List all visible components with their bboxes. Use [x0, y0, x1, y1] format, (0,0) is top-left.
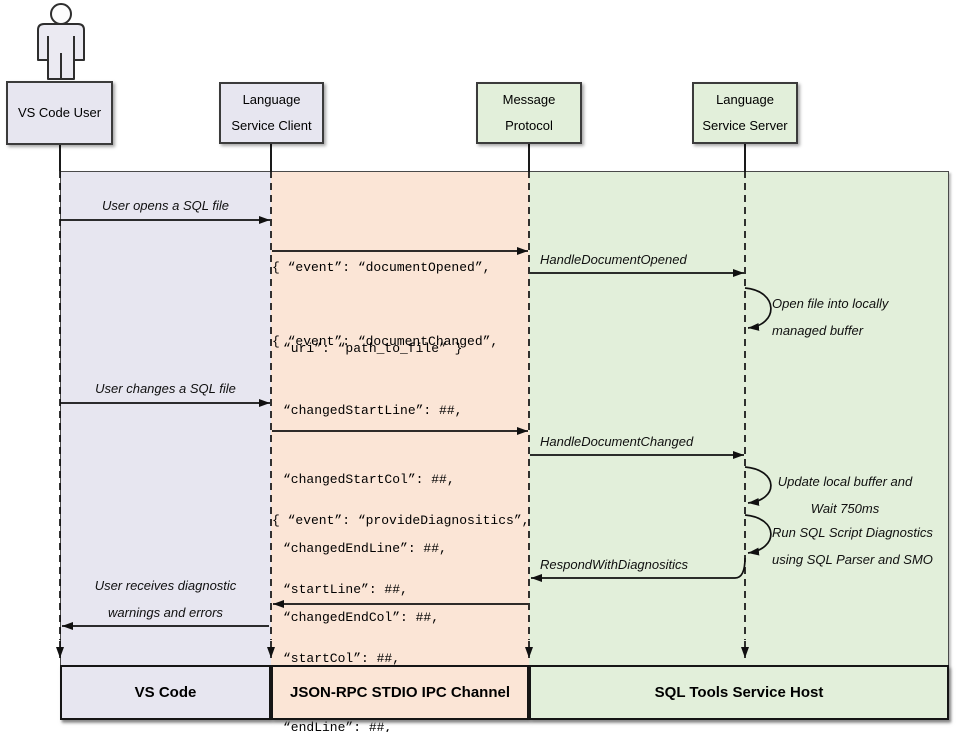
actor-label: Message	[502, 92, 556, 107]
person-actor-icon	[37, 3, 85, 80]
actor-label: Service Server	[702, 118, 788, 133]
actor-label: VS Code User	[17, 105, 102, 120]
label-user-opens: User opens a SQL file	[102, 198, 229, 213]
label-user-receives: User receives diagnostic warnings and er…	[94, 578, 237, 620]
lane-host-background	[529, 171, 949, 720]
label-handle-document-changed: HandleDocumentChanged	[540, 434, 694, 449]
lane-box-ipc-channel: JSON-RPC STDIO IPC Channel	[271, 665, 529, 720]
actor-label: Language	[242, 92, 301, 107]
actor-label: Language	[716, 92, 774, 107]
actor-box-vscode-user: VS Code User	[6, 81, 113, 145]
actor-box-language-service-client: Language Service Client	[219, 82, 324, 144]
lane-vscode-background	[60, 171, 271, 720]
note-update-buffer: Update local buffer and Wait 750ms	[777, 474, 913, 516]
note-run-diagnostics: Run SQL Script Diagnostics using SQL Par…	[772, 525, 933, 567]
lane-box-sql-tools-service-host: SQL Tools Service Host	[529, 665, 949, 720]
payload-provide-diagnostics: { “event”: “provideDiagnositics”, “start…	[272, 513, 530, 732]
actor-box-language-service-server: Language Service Server	[692, 82, 798, 144]
actor-label: Protocol	[505, 118, 553, 133]
actor-label: Service Client	[231, 118, 312, 133]
label-user-changes: User changes a SQL file	[95, 381, 236, 396]
label-handle-document-opened: HandleDocumentOpened	[540, 252, 687, 267]
header-connectors	[59, 144, 746, 171]
payload-document-opened: { “event”: “documentOpened”, “uri”: “pat…	[272, 260, 491, 356]
note-open-file: Open file into locally managed buffer	[772, 296, 889, 338]
actor-box-message-protocol: Message Protocol	[476, 82, 582, 144]
lane-ipc-background	[271, 171, 529, 720]
lane-box-vscode: VS Code	[60, 665, 271, 720]
label-respond-with-diagnostics: RespondWithDiagnositics	[540, 557, 689, 572]
